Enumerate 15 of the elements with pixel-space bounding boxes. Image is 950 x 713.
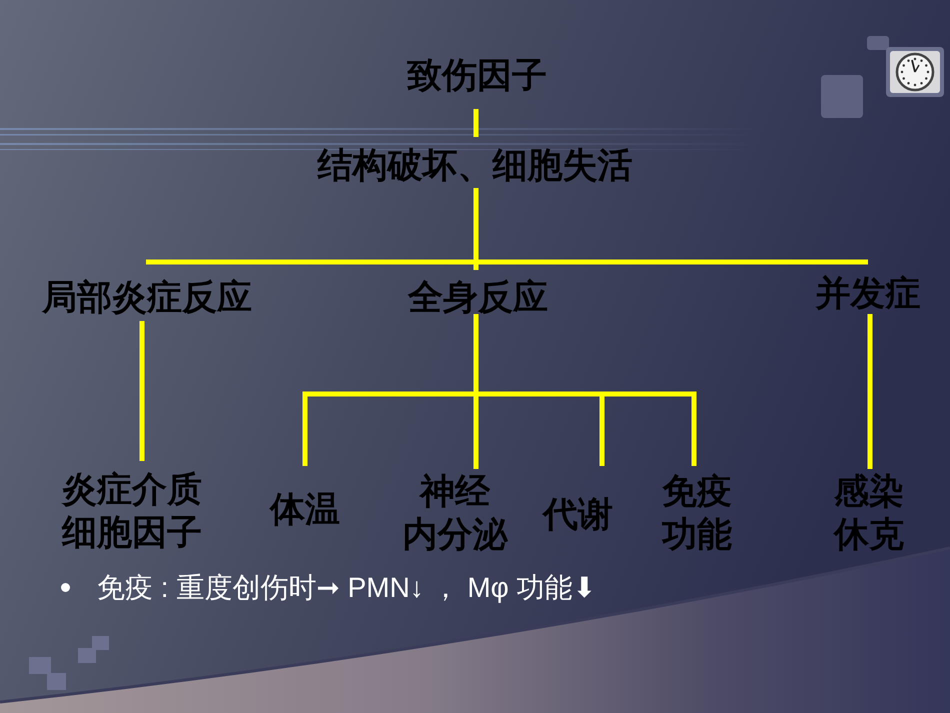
- node-text: 结构破坏、细胞失活: [318, 144, 632, 187]
- connector-line: [868, 314, 872, 472]
- node-text: 炎症介质细胞因子: [62, 468, 202, 554]
- connector-line: [474, 109, 478, 140]
- node-text: 局部炎症反应: [42, 276, 252, 319]
- node-text: 神经内分泌: [402, 470, 508, 556]
- node-text: 并发症: [816, 272, 920, 315]
- node-text: 感染休克: [834, 470, 904, 556]
- node-text: 体温: [270, 488, 340, 531]
- node-text: 免疫功能: [662, 470, 732, 556]
- connector-line: [140, 321, 144, 464]
- node-text: 全身反应: [408, 276, 548, 319]
- node-text: 致伤因子: [407, 54, 547, 97]
- bullet-text: 免疫 : 重度创伤时➞ PMN↓ ， Mφ 功能⬇: [97, 571, 596, 605]
- node-text: 代谢: [543, 493, 613, 536]
